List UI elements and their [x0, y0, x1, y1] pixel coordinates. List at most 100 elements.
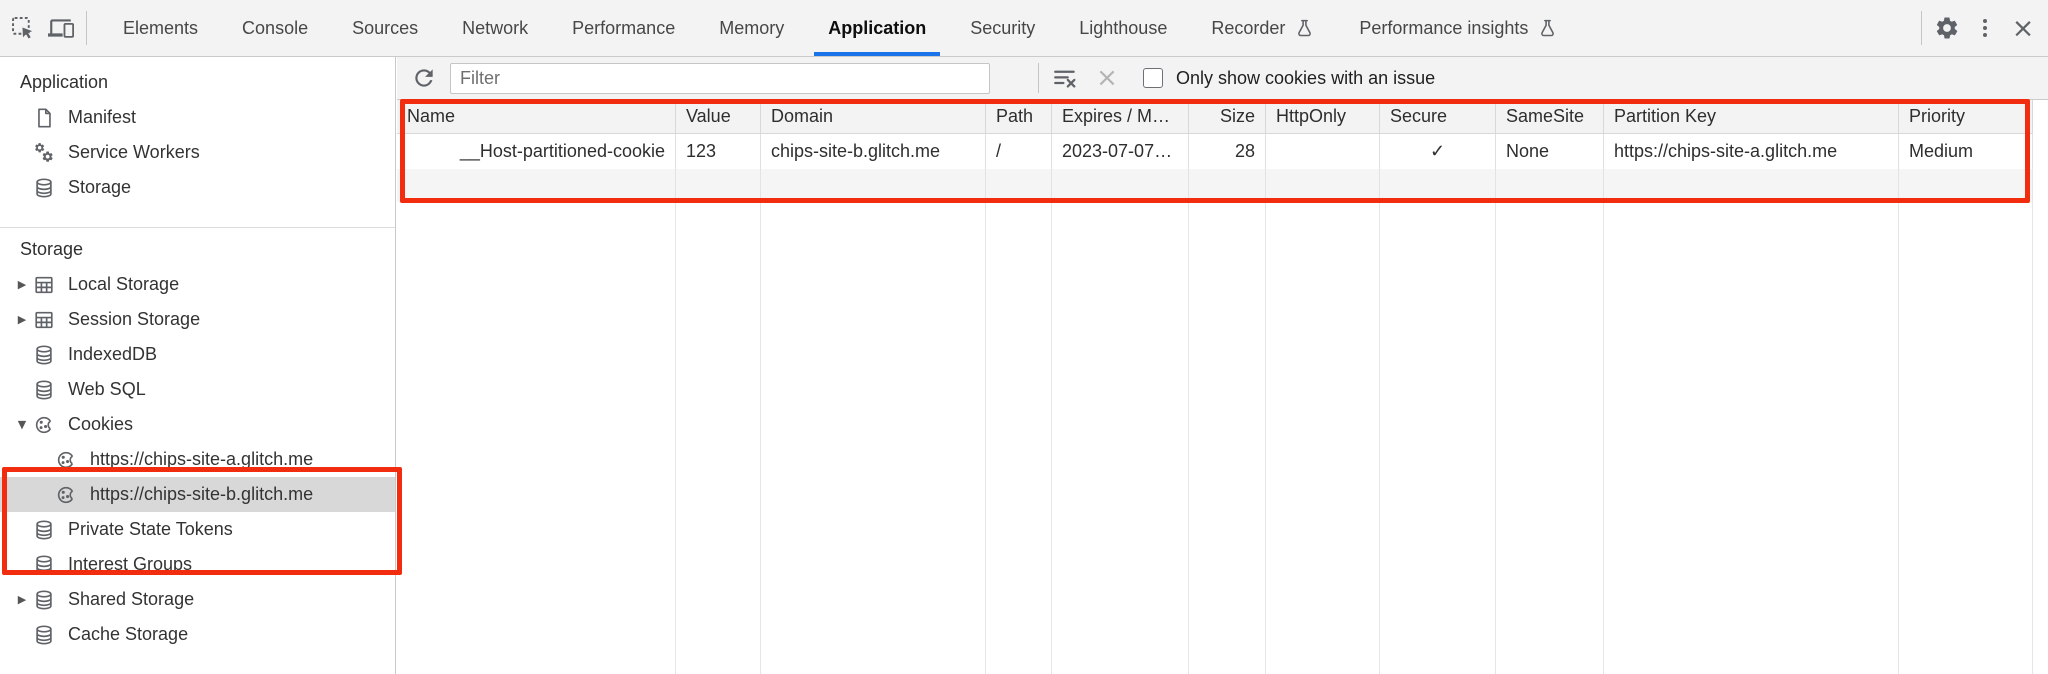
column-header-expires[interactable]: Expires / M… — [1052, 100, 1189, 134]
device-toolbar-icon — [48, 15, 74, 41]
cookie-cell-size[interactable]: 28 — [1189, 134, 1266, 169]
cookie-filter-input[interactable] — [450, 62, 990, 94]
database-icon — [33, 519, 55, 541]
cookie-cell-priority[interactable]: Medium — [1899, 134, 2033, 169]
sidebar-item-service-workers[interactable]: Service Workers — [0, 135, 395, 170]
sidebar-item-interest-groups[interactable]: Interest Groups — [0, 547, 395, 582]
chevron-down-icon[interactable]: ▼ — [17, 418, 27, 431]
cookie-icon — [55, 484, 77, 506]
cookies-pane: × Only show cookies with an issue Name V… — [397, 57, 2048, 674]
devtools-toolbar: Elements Console Sources Network Perform… — [0, 0, 2048, 57]
column-header-domain[interactable]: Domain — [761, 100, 986, 134]
sidebar-item-indexeddb[interactable]: IndexedDB — [0, 337, 395, 372]
chevron-right-icon[interactable]: ▶ — [17, 593, 27, 606]
column-header-path[interactable]: Path — [986, 100, 1052, 134]
database-icon — [33, 554, 55, 576]
refresh-button[interactable] — [407, 61, 441, 95]
cookie-cell-value[interactable]: 123 — [676, 134, 761, 169]
cookie-cell-partition-key[interactable]: https://chips-site-a.glitch.me — [1604, 134, 1899, 169]
tab-elements[interactable]: Elements — [101, 0, 220, 56]
cookie-cell-path[interactable]: / — [986, 134, 1052, 169]
delete-cookie-button[interactable]: × — [1089, 60, 1125, 96]
toggle-device-toolbar-button[interactable] — [42, 0, 80, 56]
column-header-size[interactable]: Size — [1189, 100, 1266, 134]
sidebar-item-shared-storage[interactable]: ▶ Shared Storage — [0, 582, 395, 617]
column-header-samesite[interactable]: SameSite — [1496, 100, 1604, 134]
sidebar-item-cookies[interactable]: ▼ Cookies — [0, 407, 395, 442]
tab-security[interactable]: Security — [948, 0, 1057, 56]
cookie-icon — [33, 414, 55, 436]
cookie-cell-httponly[interactable] — [1266, 134, 1380, 169]
cookie-cell-expires[interactable]: 2023-07-07… — [1052, 134, 1189, 169]
sidebar-item-local-storage[interactable]: ▶ Local Storage — [0, 267, 395, 302]
column-filler — [986, 202, 1052, 674]
sidebar-item-cookies-chips-site-b[interactable]: https://chips-site-b.glitch.me — [0, 477, 395, 512]
tab-label: Recorder — [1211, 17, 1286, 38]
column-filler — [1899, 202, 2033, 674]
sidebar-item-label: https://chips-site-b.glitch.me — [90, 484, 314, 504]
issue-filter-checkbox-label: Only show cookies with an issue — [1176, 67, 1436, 88]
sidebar-item-label: IndexedDB — [68, 344, 158, 364]
issue-filter-checkbox[interactable] — [1143, 68, 1163, 88]
delete-x-icon: × — [1096, 63, 1118, 93]
tab-recorder[interactable]: Recorder — [1189, 0, 1337, 56]
tab-console[interactable]: Console — [220, 0, 330, 56]
file-icon — [33, 107, 55, 129]
sidebar-item-web-sql[interactable]: Web SQL — [0, 372, 395, 407]
gear-icon — [1934, 15, 1960, 41]
column-header-secure[interactable]: Secure — [1380, 100, 1496, 134]
sidebar-item-private-state-tokens[interactable]: Private State Tokens — [0, 512, 395, 547]
clear-filter-button[interactable] — [1047, 60, 1083, 96]
empty-stripe-cell — [1380, 169, 1496, 202]
tab-label: Lighthouse — [1079, 17, 1168, 38]
inspect-cursor-icon — [10, 15, 36, 41]
tab-sources[interactable]: Sources — [330, 0, 440, 56]
cookie-cell-secure[interactable]: ✓ — [1380, 134, 1496, 169]
sidebar-item-label: Private State Tokens — [68, 519, 233, 539]
sidebar-item-storage[interactable]: Storage — [0, 170, 395, 205]
toolbar-divider — [86, 11, 87, 45]
cookie-cell-samesite[interactable]: None — [1496, 134, 1604, 169]
tab-lighthouse[interactable]: Lighthouse — [1057, 0, 1189, 56]
three-dot-menu-icon — [1973, 16, 1997, 40]
cookie-cell-name[interactable]: __Host-partitioned-cookie — [397, 134, 676, 169]
sidebar-item-cookies-chips-site-a[interactable]: https://chips-site-a.glitch.me — [0, 442, 395, 477]
cookies-filter-bar: × Only show cookies with an issue — [397, 57, 2048, 100]
sidebar-item-cache-storage[interactable]: Cache Storage — [0, 617, 395, 652]
chevron-right-icon[interactable]: ▶ — [17, 313, 27, 326]
tab-network[interactable]: Network — [440, 0, 550, 56]
column-header-value[interactable]: Value — [676, 100, 761, 134]
close-devtools-button[interactable]: × — [2004, 0, 2042, 56]
cookie-cell-domain[interactable]: chips-site-b.glitch.me — [761, 134, 986, 169]
column-filler — [676, 202, 761, 674]
flask-icon — [1294, 18, 1315, 39]
empty-stripe-cell — [397, 169, 676, 202]
tab-performance-insights[interactable]: Performance insights — [1337, 0, 1580, 56]
header-gutter — [2033, 100, 2048, 134]
tab-memory[interactable]: Memory — [697, 0, 806, 56]
sidebar-item-manifest[interactable]: Manifest — [0, 100, 395, 135]
sidebar-item-session-storage[interactable]: ▶ Session Storage — [0, 302, 395, 337]
column-header-httponly[interactable]: HttpOnly — [1266, 100, 1380, 134]
column-header-partition-key[interactable]: Partition Key — [1604, 100, 1899, 134]
filterbar-divider — [1038, 63, 1039, 93]
sidebar-item-label: https://chips-site-a.glitch.me — [90, 449, 314, 469]
tab-performance[interactable]: Performance — [550, 0, 697, 56]
column-header-priority[interactable]: Priority — [1899, 100, 2033, 134]
settings-button[interactable] — [1928, 0, 1966, 56]
row-gutter — [2033, 134, 2048, 169]
column-header-name[interactable]: Name — [397, 100, 676, 134]
tab-application[interactable]: Application — [806, 0, 948, 56]
empty-stripe-cell — [1604, 169, 1899, 202]
tab-label: Performance — [572, 17, 676, 38]
close-icon: × — [2011, 12, 2035, 44]
chevron-right-icon[interactable]: ▶ — [17, 278, 27, 291]
cookie-icon — [55, 449, 77, 471]
more-options-button[interactable] — [1966, 0, 2004, 56]
empty-stripe-cell — [1496, 169, 1604, 202]
stripe-gutter — [2033, 169, 2048, 202]
inspect-element-button[interactable] — [4, 0, 42, 56]
tab-label: Application — [828, 17, 927, 38]
sidebar-item-label: Manifest — [68, 107, 137, 127]
